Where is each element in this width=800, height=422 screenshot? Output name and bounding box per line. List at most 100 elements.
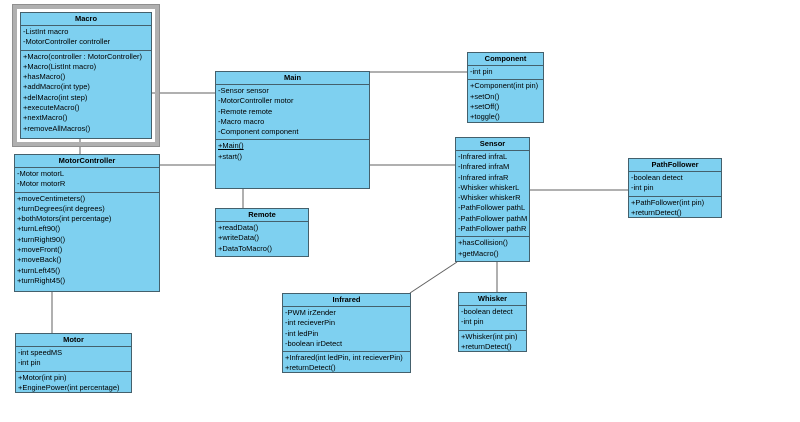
class-method: +writeData() <box>218 233 260 243</box>
class-title: Component <box>468 53 543 66</box>
class-motor[interactable]: Motor -int speedMS-int pin +Motor(int pi… <box>15 333 132 393</box>
class-methods: +moveCentimeters()+turnDegrees(int degre… <box>15 193 159 291</box>
class-method: +Whisker(int pin) <box>461 331 518 341</box>
class-attribute: -MotorController motor <box>218 96 294 106</box>
class-title: Infrared <box>283 294 410 307</box>
class-method: +turnRight45() <box>17 275 66 285</box>
class-attributes: -boolean detect-int pin <box>629 172 721 197</box>
class-method: +hasCollision() <box>458 238 508 248</box>
class-method: +delMacro(int step) <box>23 92 88 102</box>
class-attribute: -Component component <box>218 127 299 137</box>
class-title: Sensor <box>456 138 529 151</box>
class-methods: +Component(int pin)+setOn()+setOff()+tog… <box>468 80 543 124</box>
class-attribute: -Motor motorR <box>17 179 66 189</box>
class-title: Main <box>216 72 369 85</box>
class-attribute: -PathFollower pathM <box>458 213 528 223</box>
class-pathfollower[interactable]: PathFollower -boolean detect-int pin +Pa… <box>628 158 722 218</box>
class-methods: +Macro(controller : MotorController)+Mac… <box>21 51 151 138</box>
class-methods: +hasCollision()+getMacro() <box>456 237 529 261</box>
class-attributes: -PWM irZender-int recieverPin-int ledPin… <box>283 307 410 353</box>
class-methods: +Motor(int pin)+EnginePower(int percenta… <box>16 372 131 396</box>
class-component[interactable]: Component -int pin +Component(int pin)+s… <box>467 52 544 123</box>
class-attribute: -int ledPin <box>285 328 319 338</box>
class-method: +addMacro(int type) <box>23 82 90 92</box>
class-attributes: -int pin <box>468 66 543 81</box>
class-methods: +Main()+start() <box>216 140 369 188</box>
class-method: +getMacro() <box>458 248 499 258</box>
class-method: +moveCentimeters() <box>17 193 86 203</box>
class-sensor[interactable]: Sensor -Infrared infraL-Infrared infraM-… <box>455 137 530 262</box>
class-attribute: -int recieverPin <box>285 318 336 328</box>
class-methods: +readData()+writeData()+DataToMacro() <box>216 222 308 256</box>
selection-highlight[interactable] <box>12 4 160 147</box>
class-attribute: -boolean detect <box>631 173 683 182</box>
class-method: +turnDegrees(int degrees) <box>17 203 105 213</box>
class-method: +Macro(controller : MotorController) <box>23 51 142 61</box>
class-method: +removeAllMacros() <box>23 123 91 133</box>
class-attributes: -ListInt macro-MotorController controlle… <box>21 26 151 51</box>
class-attribute: -int pin <box>470 67 493 76</box>
class-method: +hasMacro() <box>23 72 66 82</box>
class-attribute: -Sensor sensor <box>218 86 269 95</box>
class-attributes: -int speedMS-int pin <box>16 347 131 372</box>
class-attributes: -Sensor sensor-MotorController motor-Rem… <box>216 85 369 141</box>
class-method: +start() <box>218 151 242 161</box>
class-method: +executeMacro() <box>23 103 80 113</box>
class-method: +setOff() <box>470 101 500 111</box>
class-method: +Infrared(int ledPin, int recieverPin) <box>285 353 403 363</box>
class-attribute: -int pin <box>18 358 41 368</box>
class-main[interactable]: Main -Sensor sensor-MotorController moto… <box>215 71 370 189</box>
class-attribute: -int pin <box>631 183 654 193</box>
class-method: +turnLeft90() <box>17 224 61 234</box>
class-attributes: -Motor motorL-Motor motorR <box>15 168 159 193</box>
class-method: +moveFront() <box>17 245 63 255</box>
class-title: Motor <box>16 334 131 347</box>
class-methods: +Whisker(int pin)+returnDetect() <box>459 331 526 355</box>
class-method: +Motor(int pin) <box>18 372 67 382</box>
class-method: +turnRight90() <box>17 234 66 244</box>
class-title: PathFollower <box>629 159 721 172</box>
class-title: Macro <box>21 13 151 26</box>
class-attribute: -boolean detect <box>461 307 513 316</box>
class-method: +bothMotors(int percentage) <box>17 214 112 224</box>
class-remote[interactable]: Remote +readData()+writeData()+DataToMac… <box>215 208 309 257</box>
class-attribute: -PathFollower pathR <box>458 224 527 234</box>
class-infrared[interactable]: Infrared -PWM irZender-int recieverPin-i… <box>282 293 411 373</box>
class-attribute: -boolean irDetect <box>285 338 343 348</box>
class-attributes: -Infrared infraL-Infrared infraM-Infrare… <box>456 151 529 238</box>
class-method: +returnDetect() <box>461 341 512 351</box>
class-attribute: -Macro macro <box>218 116 265 126</box>
class-attribute: -Infrared infraL <box>458 152 508 161</box>
class-macro[interactable]: Macro -ListInt macro-MotorController con… <box>20 12 152 139</box>
class-attribute: -ListInt macro <box>23 27 69 36</box>
class-attribute: -Whisker whiskerR <box>458 193 521 203</box>
class-attribute: -MotorController controller <box>23 37 111 47</box>
class-method: +readData() <box>218 223 259 232</box>
class-method: +toggle() <box>470 112 500 122</box>
class-title: Whisker <box>459 293 526 306</box>
class-attribute: -PathFollower pathL <box>458 203 526 213</box>
connector-sensor-infrared[interactable] <box>409 261 458 294</box>
class-attribute: -PWM irZender <box>285 308 336 317</box>
class-method: +turnLeft45() <box>17 265 61 275</box>
class-method: +Macro(ListInt macro) <box>23 61 97 71</box>
class-motorcontroller[interactable]: MotorController -Motor motorL-Motor moto… <box>14 154 160 292</box>
class-methods: +Infrared(int ledPin, int recieverPin)+r… <box>283 352 410 376</box>
class-attribute: -Infrared infraR <box>458 172 509 182</box>
class-title: MotorController <box>15 155 159 168</box>
class-method: +EnginePower(int percentage) <box>18 382 120 392</box>
class-attribute: -Infrared infraM <box>458 162 510 172</box>
class-whisker[interactable]: Whisker -boolean detect-int pin +Whisker… <box>458 292 527 352</box>
class-method: +Main() <box>218 141 244 151</box>
class-attribute: -Remote remote <box>218 106 273 116</box>
class-method: +PathFollower(int pin) <box>631 197 705 207</box>
class-methods: +PathFollower(int pin)+returnDetect() <box>629 197 721 221</box>
class-attribute: -Motor motorL <box>17 169 65 178</box>
class-attribute: -Whisker whiskerL <box>458 182 520 192</box>
class-method: +returnDetect() <box>285 363 336 373</box>
class-attributes: -boolean detect-int pin <box>459 306 526 331</box>
class-method: +DataToMacro() <box>218 243 272 253</box>
class-method: +nextMacro() <box>23 113 68 123</box>
